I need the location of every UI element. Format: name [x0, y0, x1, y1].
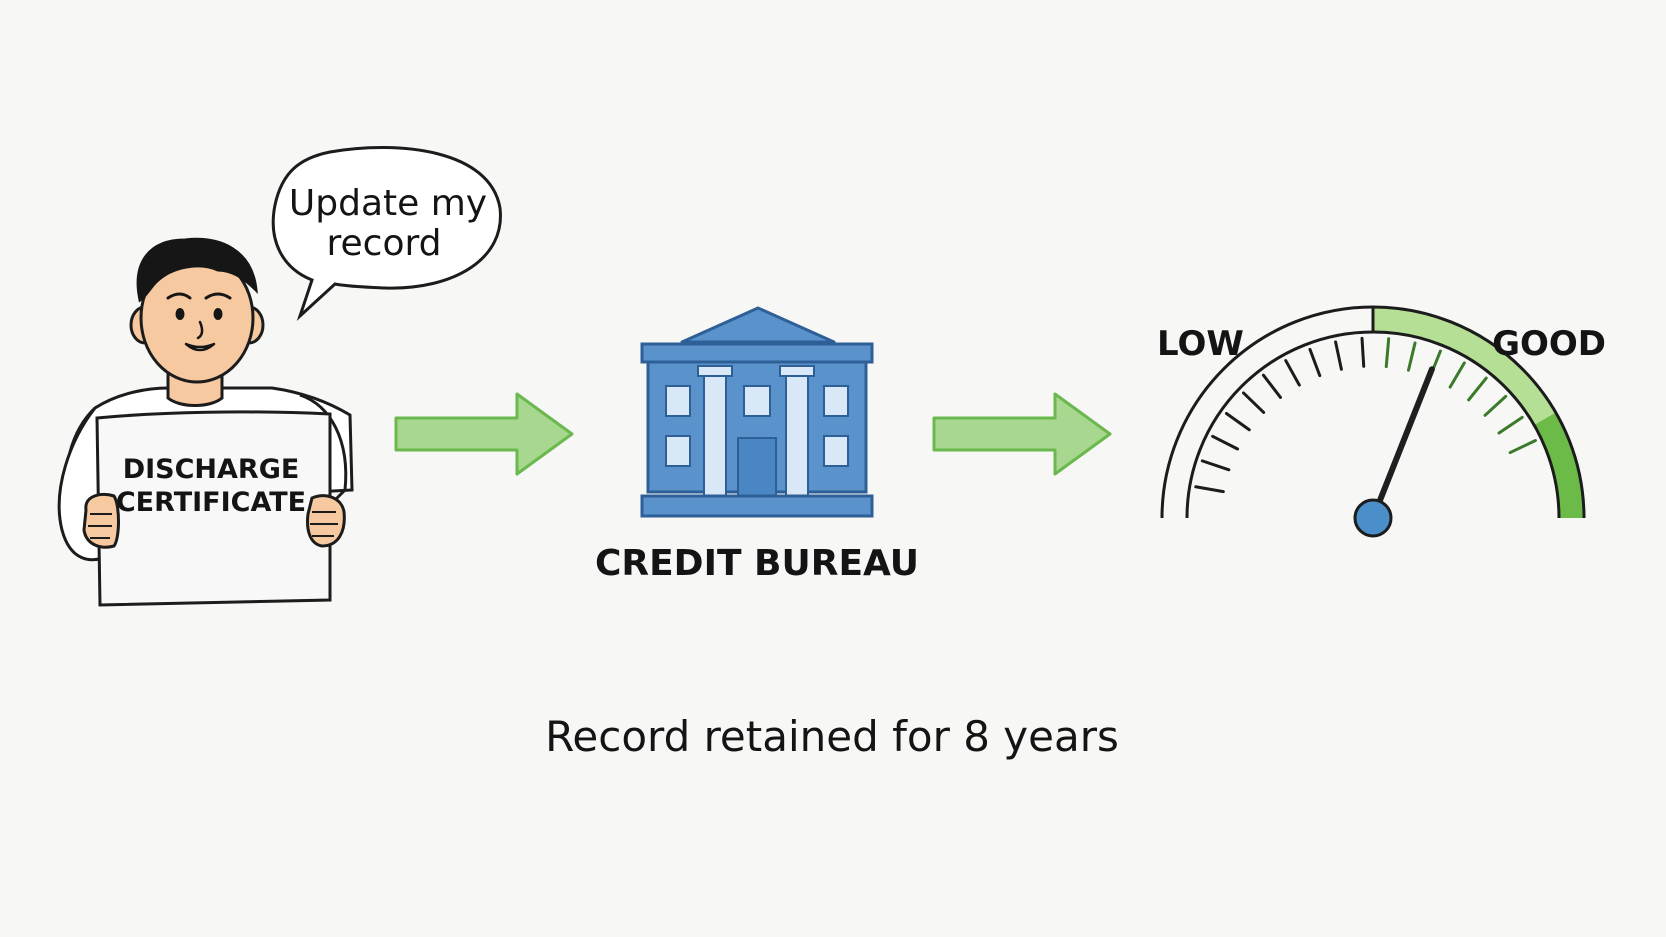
gauge-tick — [1384, 337, 1391, 369]
gauge-tick — [1483, 394, 1508, 417]
gauge-tick — [1497, 415, 1524, 435]
gauge-tick — [1508, 439, 1537, 455]
gauge-tick — [1211, 434, 1240, 451]
gauge-ticks — [1194, 336, 1537, 494]
gauge-tick — [1334, 340, 1343, 371]
right-hand-icon — [306, 494, 346, 548]
gauge-tick — [1308, 347, 1322, 378]
arrow-right-icon-2 — [932, 392, 1112, 476]
bank-building-icon — [640, 306, 874, 518]
gauge-tick — [1284, 359, 1301, 387]
gauge-tick — [1200, 459, 1231, 472]
certificate-line2: CERTIFICATE — [116, 487, 306, 518]
gauge-tick — [1242, 391, 1266, 414]
gauge-tick — [1194, 485, 1225, 494]
gauge-icon — [1160, 305, 1586, 538]
gauge-tick — [1448, 361, 1466, 389]
gauge-tick — [1261, 373, 1282, 399]
gauge-needle — [1370, 366, 1435, 521]
caption: Record retained for 8 years — [545, 712, 1119, 761]
gauge-tick — [1224, 411, 1251, 432]
gauge-hub — [1353, 498, 1393, 538]
arrow-right-icon — [394, 392, 574, 476]
gauge-tick — [1360, 336, 1366, 368]
gauge-high-label: GOOD — [1492, 324, 1606, 364]
left-hand-icon — [82, 493, 120, 549]
certificate-paper — [95, 410, 332, 607]
certificate-line1: DISCHARGE — [123, 454, 300, 485]
gauge-tick — [1406, 341, 1417, 372]
gauge-good-zone-dark — [1534, 412, 1584, 518]
gauge-low-label: LOW — [1157, 324, 1244, 364]
speech-bubble-icon — [271, 146, 502, 322]
speech-bubble-line2: record — [327, 223, 442, 264]
speech-bubble-line1: Update my — [289, 183, 487, 224]
bureau-label: CREDIT BUREAU — [595, 543, 919, 584]
gauge-tick — [1467, 376, 1488, 402]
